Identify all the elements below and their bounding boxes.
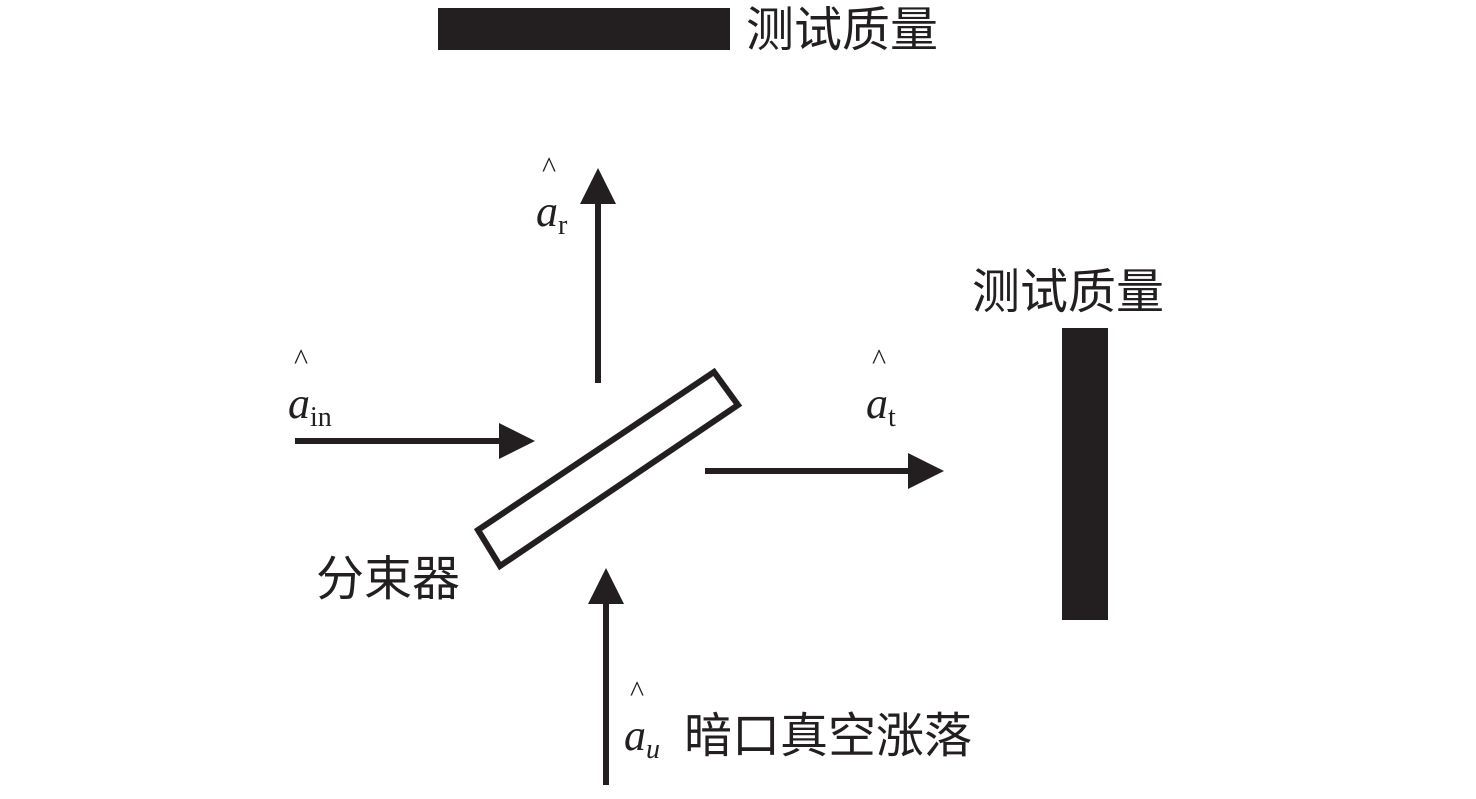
hat: ^ xyxy=(630,675,645,708)
subscript: r xyxy=(558,210,568,241)
hat: ^ xyxy=(872,343,887,376)
test-mass-top-label: 测试质量 xyxy=(746,4,939,57)
operator-a-r: ^ ar xyxy=(536,150,568,241)
hat: ^ xyxy=(542,151,557,184)
symbol: a xyxy=(624,711,646,760)
operator-row: ar xyxy=(536,186,568,241)
symbol: a xyxy=(288,379,310,428)
operator-row: at xyxy=(866,378,896,433)
vacuum-fluctuation-label: 暗口真空涨落 xyxy=(684,710,973,763)
operator-a-u: ^ au xyxy=(624,674,660,765)
symbol: a xyxy=(866,379,888,428)
subscript: in xyxy=(310,402,332,433)
operator-row: au xyxy=(624,710,660,765)
symbol: a xyxy=(536,187,558,236)
test-mass-right xyxy=(1062,328,1108,620)
operator-row: ain xyxy=(288,378,332,433)
operator-a-in: ^ ain xyxy=(288,342,332,433)
subscript: t xyxy=(888,402,896,433)
test-mass-right-label: 测试质量 xyxy=(972,266,1165,319)
beam-splitter-label: 分束器 xyxy=(316,553,461,606)
beam-splitter xyxy=(473,367,743,571)
operator-a-t: ^ at xyxy=(866,342,896,433)
test-mass-top xyxy=(438,8,730,50)
hat: ^ xyxy=(294,343,309,376)
subscript: u xyxy=(646,734,660,765)
